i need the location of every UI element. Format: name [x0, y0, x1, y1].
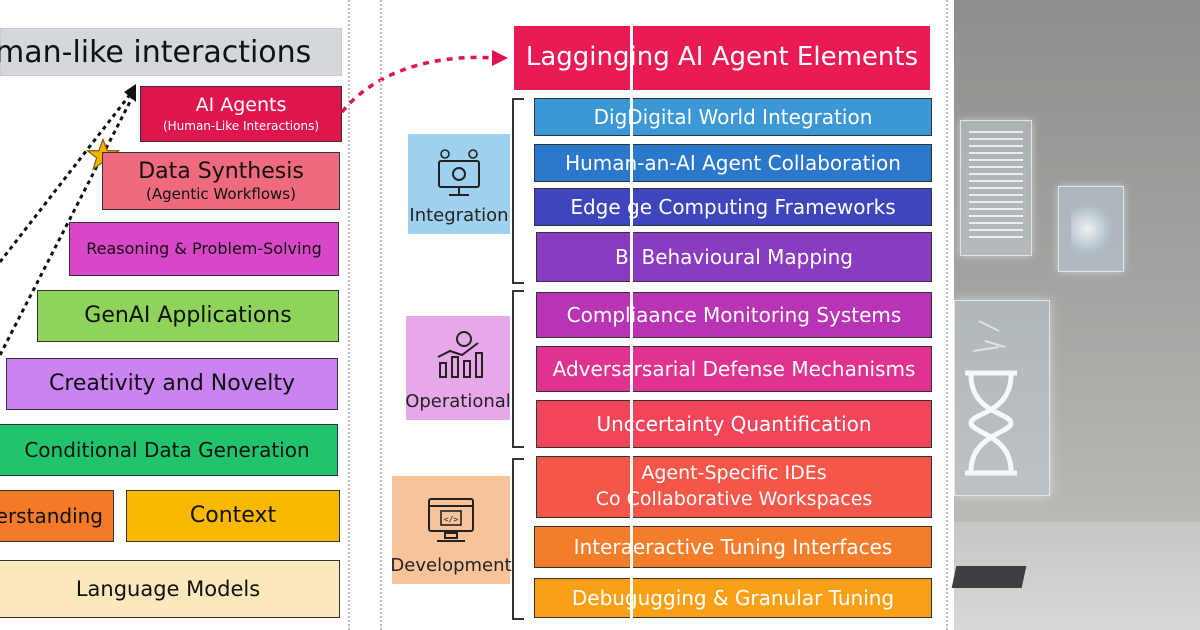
category-development-label: Development: [390, 555, 512, 576]
element-adversarial-defense: Adversarsarial Defense Mechanisms: [536, 346, 932, 392]
photo-laptop: [951, 566, 1027, 588]
right-panel-right-border: [946, 0, 948, 630]
element-label: B Behavioural Mapping: [615, 244, 853, 269]
layer-conditional: Conditional Data Generation: [0, 424, 338, 476]
layer-data-synthesis: Data Synthesis (Agentic Workflows): [102, 152, 340, 210]
dotted-arrows: [0, 84, 136, 356]
element-label-line2: Co Collaborative Workspaces: [595, 488, 873, 510]
layer-reasoning-title: Reasoning & Problem-Solving: [86, 238, 322, 258]
layer-context: Context: [126, 490, 340, 542]
layer-data-synthesis-subtitle: (Agentic Workflows): [146, 185, 296, 204]
element-label: Edge ge Computing Frameworks: [570, 194, 896, 219]
brace-operational: [512, 290, 524, 448]
right-title: Lagginging AI Agent Elements: [514, 26, 930, 90]
element-edge-computing: Edge ge Computing Frameworks: [534, 188, 932, 226]
layer-ai-agents: AI Agents (Human-Like Interactions): [140, 86, 342, 142]
layer-context-title: Context: [189, 503, 277, 529]
layer-conditional-title: Conditional Data Generation: [24, 437, 310, 462]
layer-genai-title: GenAI Applications: [84, 303, 292, 329]
element-label: Unccertainty Quantification: [596, 411, 872, 436]
layer-data-synthesis-title: Data Synthesis: [138, 158, 304, 184]
hologram-panel-map: [1058, 186, 1124, 272]
connector-arrow: [340, 50, 508, 114]
element-agent-ides: Agent-Specific IDEs Co Collaborative Wor…: [536, 456, 932, 518]
element-behavioural-mapping: B Behavioural Mapping: [536, 232, 932, 282]
layer-genai: GenAI Applications: [37, 290, 339, 342]
element-label: DigDigital World Integration: [593, 104, 873, 129]
left-panel-divider: [348, 0, 350, 630]
layer-language-models-title: Language Models: [75, 576, 261, 601]
layer-ai-agents-title: AI Agents: [195, 93, 287, 116]
element-compliance-monitoring: Compliaance Monitoring Systems: [536, 292, 932, 338]
right-panel-left-border: [380, 0, 382, 630]
brace-integration: [512, 98, 524, 284]
element-label: Interaeractive Tuning Interfaces: [573, 534, 893, 559]
layer-understanding-title: erstanding: [0, 503, 103, 528]
layer-language-models: Language Models: [0, 560, 340, 618]
layer-creativity: Creativity and Novelty: [6, 358, 338, 410]
element-label-line1: Agent-Specific IDEs: [641, 462, 827, 485]
category-integration: Integration: [408, 134, 510, 234]
element-interactive-tuning: Interaeractive Tuning Interfaces: [534, 526, 932, 568]
layer-understanding: erstanding: [0, 490, 114, 542]
category-operational-label: Operational: [405, 391, 511, 412]
image-seam: [630, 0, 633, 630]
layer-ai-agents-subtitle: (Human-Like Interactions): [162, 118, 320, 133]
element-human-ai-collaboration: Human-an-AI Agent Collaboration: [534, 144, 932, 182]
layer-reasoning: Reasoning & Problem-Solving: [69, 222, 339, 276]
category-operational: Operational: [405, 316, 511, 420]
layer-creativity-title: Creativity and Novelty: [48, 371, 296, 397]
element-label: Debugugging & Granular Tuning: [571, 585, 895, 610]
category-development: </> Development: [390, 476, 512, 584]
photo-panel: [951, 0, 1200, 630]
hologram-panel-hourglass: [954, 300, 1050, 496]
hourglass-icon: [965, 320, 1017, 476]
element-label: Adversarsarial Defense Mechanisms: [552, 356, 916, 381]
hologram-panel-code: [960, 120, 1032, 256]
svg-text:</>: </>: [444, 515, 459, 524]
element-uncertainty-quantification: Unccertainty Quantification: [536, 400, 932, 448]
code-window-icon: </>: [428, 498, 474, 542]
monitor-gear-icon: [438, 149, 480, 196]
right-title-text: Lagginging AI Agent Elements: [525, 42, 919, 73]
brace-development: [512, 458, 524, 620]
element-label: Human-an-AI Agent Collaboration: [565, 150, 901, 175]
element-label: Compliaance Monitoring Systems: [566, 302, 902, 327]
left-title-text: man-like interactions: [0, 34, 312, 70]
category-integration-label: Integration: [409, 205, 509, 226]
left-title: man-like interactions: [0, 28, 342, 76]
element-digital-world-integration: DigDigital World Integration: [534, 98, 932, 136]
element-debugging-tuning: Debugugging & Granular Tuning: [534, 578, 932, 618]
bar-chart-gear-icon: [437, 331, 483, 378]
